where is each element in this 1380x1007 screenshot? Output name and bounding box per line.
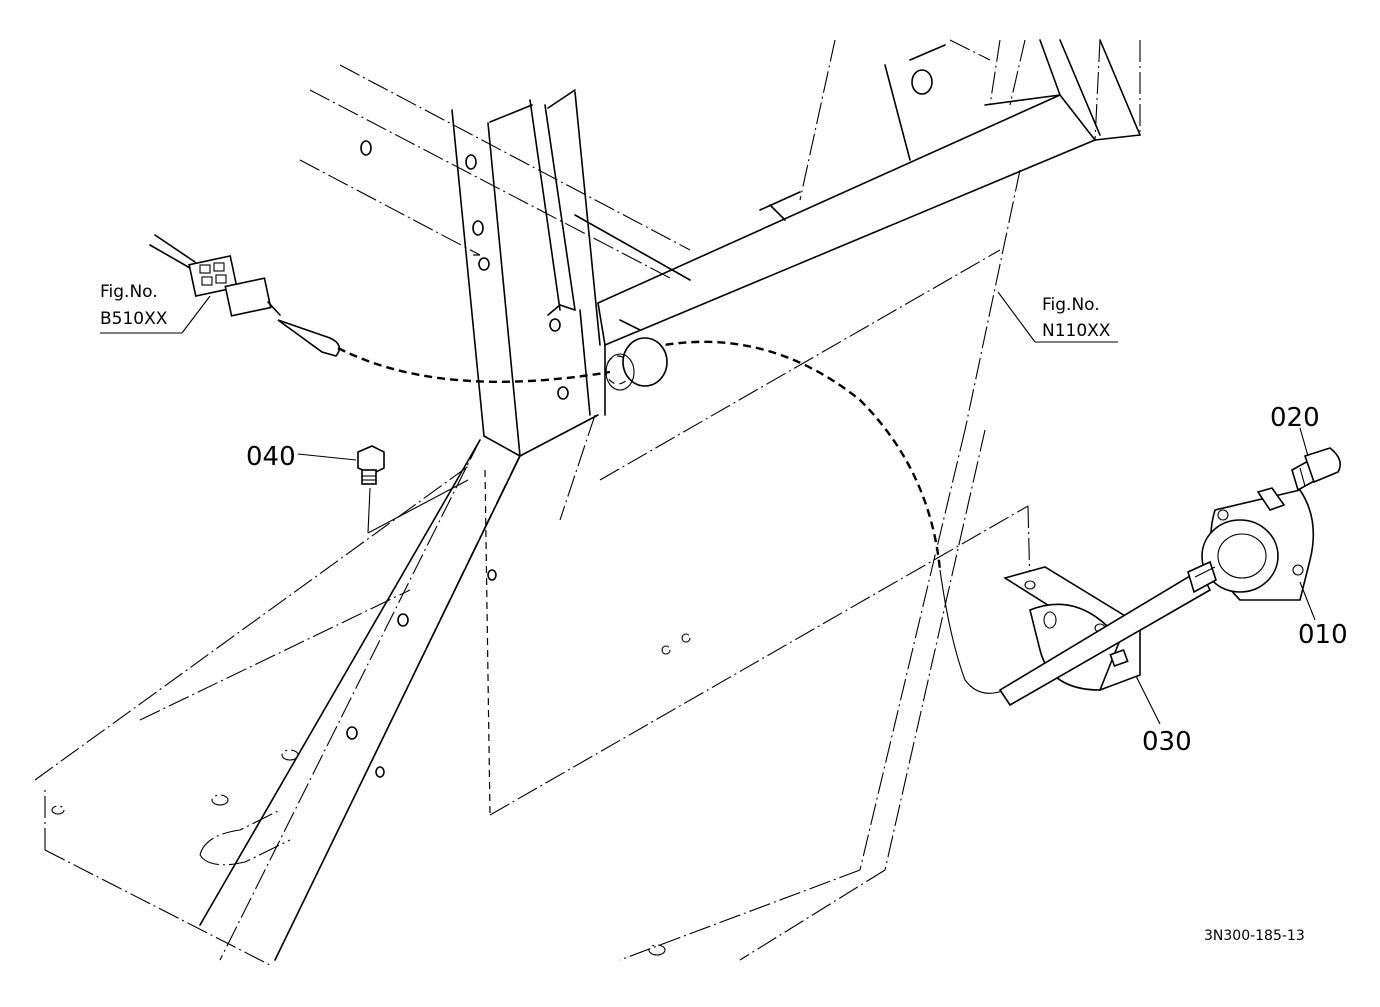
harness-wire-lower — [939, 569, 1006, 694]
part-040-label: 040 — [246, 442, 296, 472]
harness-wire-loop — [639, 340, 942, 571]
callout-b510: Fig.No. B510XX — [100, 282, 168, 329]
harness-wire-upper — [337, 346, 611, 383]
callout-n110: Fig.No. N110XX — [1042, 295, 1111, 341]
harness-connector — [149, 234, 341, 357]
bolt-040-icon — [357, 445, 385, 485]
beam-grommet — [605, 337, 668, 391]
ref-b510-code: B510XX — [100, 309, 168, 329]
part-010-label: 010 — [1298, 620, 1348, 650]
ref-n110-code: N110XX — [1042, 321, 1111, 341]
switch-020-icon — [1291, 447, 1341, 492]
main-frame — [199, 39, 1141, 961]
leader-lines — [100, 291, 1316, 725]
ref-b510-label: Fig.No. — [100, 282, 158, 302]
part-020-label: 020 — [1270, 403, 1320, 433]
drawing-code: 3N300-185-13 — [1204, 928, 1305, 944]
ref-n110-label: Fig.No. — [1042, 295, 1100, 315]
sender-010-icon — [998, 487, 1315, 707]
phantom-frame — [34, 39, 1141, 966]
part-030-label: 030 — [1142, 727, 1192, 757]
hidden-edges — [470, 254, 631, 816]
